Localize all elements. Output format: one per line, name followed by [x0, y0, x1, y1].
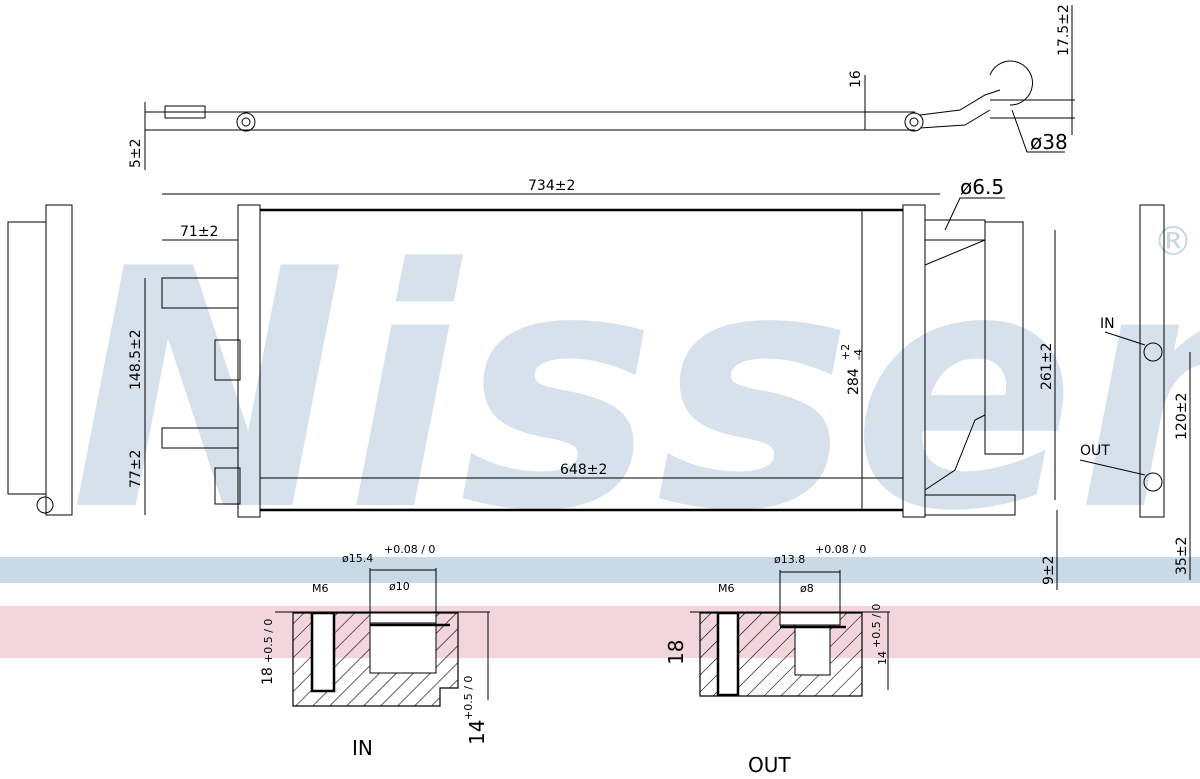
right-side-view: IN OUT 120±2 35±2 9±2: [1041, 204, 1191, 590]
in-depth-dim: 18: [260, 667, 276, 685]
out-offset-dim: 35±2: [1174, 537, 1190, 575]
section-out: ø13.8 +0.08 / 0 ø8 M6 18 14 +0.5 / 0 OUT: [664, 543, 890, 777]
in-outer-tol: +0.08 / 0: [384, 543, 435, 556]
in-depth-tol: +0.5 / 0: [262, 619, 275, 663]
section-in: ø15.4 +0.08 / 0 ø10 M6 18 +0.5 / 0 14 +0…: [260, 543, 490, 760]
in-height-dim: 14: [465, 720, 489, 745]
watermark-band-blue: [0, 557, 1200, 583]
out-section-label: OUT: [748, 753, 791, 777]
port-spacing-dim: 120±2: [1174, 393, 1190, 440]
out-depth-dim: 18: [664, 640, 688, 665]
watermark-logo: Nissens: [70, 199, 1200, 583]
in-port-label: IN: [1100, 316, 1115, 332]
in-section-label: IN: [352, 736, 373, 760]
left-side-view: [7, 204, 73, 516]
in-outer-diameter: ø15.4: [342, 552, 373, 565]
pipe-diameter-dim: ø38: [1030, 130, 1068, 154]
out-outer-diameter: ø13.8: [774, 553, 805, 566]
out-height-dim: 14: [876, 651, 889, 665]
core-width-dim: 648±2: [560, 462, 607, 478]
bolt-diameter-dim: ø6.5: [960, 175, 1004, 199]
out-port-label: OUT: [1080, 443, 1110, 459]
side-height-dim: 261±2: [1039, 343, 1055, 390]
bottom-offset-dim: 9±2: [1041, 555, 1057, 585]
in-height-tol: +0.5 / 0: [462, 676, 475, 720]
out-thread: M6: [718, 582, 735, 595]
in-thread: M6: [312, 582, 329, 595]
top-height-dim: 16: [848, 70, 864, 88]
core-height-tol-minus: -4: [852, 349, 865, 360]
overall-width-dim: 734±2: [528, 178, 575, 194]
front-view: 734±2 71±2 ø6.5 148.5±2 77±2 284 +2 -4 2…: [128, 175, 1056, 518]
watermark-band-pink: [0, 606, 1200, 658]
in-inner-diameter: ø10: [389, 580, 410, 593]
core-height-dim: 284: [846, 368, 862, 395]
pipe-offset-dim: 17.5±2: [1056, 4, 1072, 56]
lower-bracket-dim: 77±2: [128, 450, 144, 488]
core-height-tol-plus: +2: [839, 344, 852, 360]
out-inner-diameter: ø8: [800, 582, 814, 595]
top-offset-dim: 5±2: [128, 138, 144, 168]
bracket-spacing-dim: 148.5±2: [128, 329, 144, 390]
bracket-width-dim: 71±2: [180, 224, 218, 240]
registered-mark: ®: [1153, 219, 1193, 265]
out-outer-tol: +0.08 / 0: [815, 543, 866, 556]
out-height-tol: +0.5 / 0: [870, 604, 883, 648]
top-view: 5±2 16 17.5±2 ø38: [128, 4, 1075, 170]
